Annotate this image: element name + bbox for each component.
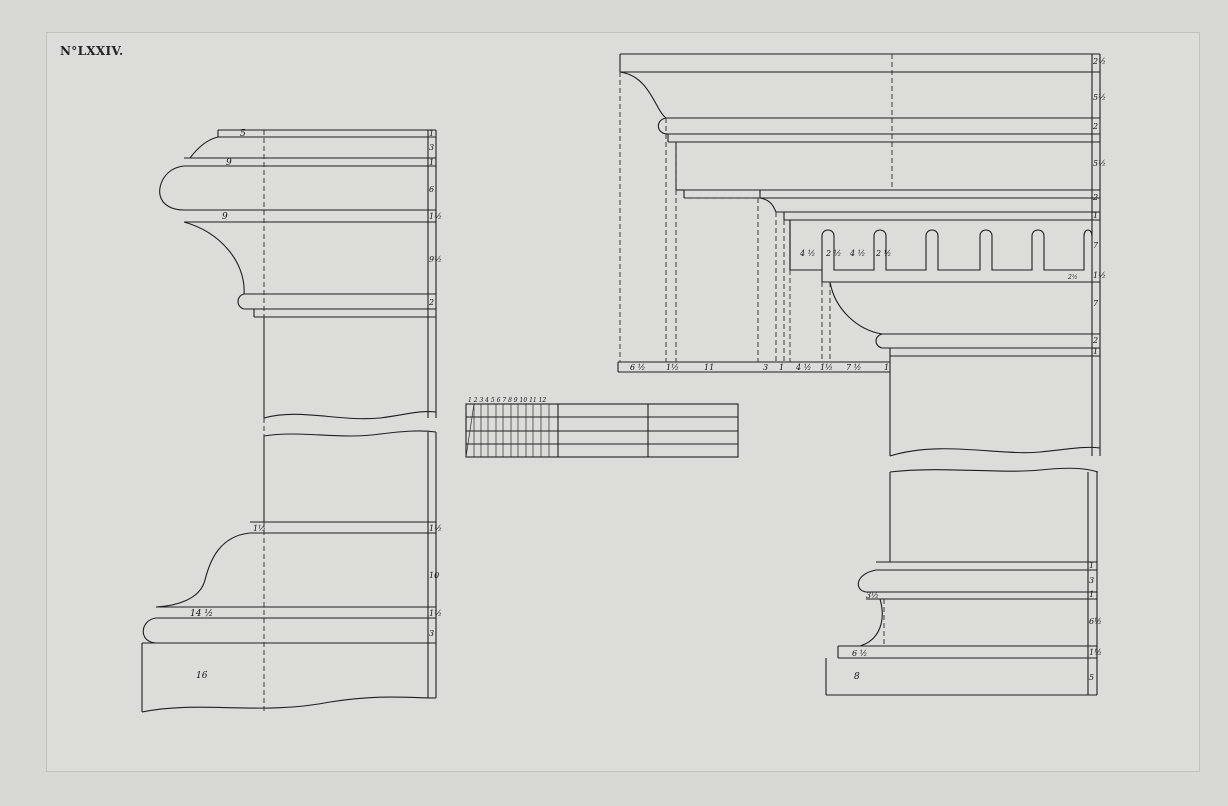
- corn-side-8: 7: [1093, 299, 1099, 308]
- base-side-4: 1½: [1089, 648, 1102, 657]
- plate-number: N°LXXIV.: [60, 44, 124, 58]
- base-label-8: 8: [854, 672, 860, 682]
- scale-bar: 1 2 3 4 5 6 7 8 9 10 11 12: [465, 397, 739, 458]
- base-label-6half: 6 ½: [852, 649, 867, 658]
- plate-border: [46, 32, 1200, 772]
- cap-side-2: 2: [428, 298, 434, 307]
- cap-side-1: 1: [429, 129, 434, 138]
- base-side-5: 5: [1089, 673, 1094, 682]
- right-entablature-profile: [617, 53, 1101, 696]
- corn-side-10: 1: [1093, 347, 1098, 356]
- bottom-label-2: 11: [704, 363, 714, 372]
- dentil-label-2: 4 ½: [849, 249, 865, 258]
- cap-label-9b: 9: [222, 212, 228, 222]
- right-profile-labels: 2½ 5½ 2 5½ 2 1 7 1½ 7 2 1 4 ½ 2 ½ 4 ½ 2 …: [630, 57, 1106, 682]
- left-profile-labels: 5 9 9 1 3 1 6 1½ 9½ 2 1½ 14 ½ 16 1½ 10 1…: [190, 129, 442, 681]
- corn-side-7: 1½: [1093, 271, 1106, 280]
- bottom-label-7: 7 ½: [846, 363, 861, 372]
- corn-side-3: 5½: [1093, 159, 1106, 168]
- corn-side-1: 5½: [1093, 93, 1106, 102]
- dentil-label-3: 2 ½: [875, 249, 891, 258]
- corn-side-5: 1: [1093, 211, 1098, 220]
- cap-side-1b: 1: [429, 158, 434, 167]
- scale-ticks: [465, 403, 550, 458]
- cap-side-3: 3: [429, 143, 434, 152]
- bottom-label-3: 3: [763, 363, 768, 372]
- base-side-3: 3: [429, 629, 434, 638]
- base-side-2: 1: [1089, 590, 1094, 599]
- corn-side-0: 2½: [1092, 57, 1106, 66]
- bottom-label-8: 1: [884, 363, 889, 372]
- base-label-14half: 14 ½: [190, 608, 213, 619]
- bottom-label-4: 1: [779, 363, 784, 372]
- base-side-1half-b: 1½: [429, 609, 442, 618]
- corn-side-9: 2: [1092, 336, 1098, 345]
- corn-side-6: 7: [1093, 241, 1099, 250]
- dentil-label-1: 2 ½: [825, 249, 841, 258]
- dentil-small-label: 2½: [1067, 274, 1078, 281]
- base-side-3: 6½: [1089, 617, 1102, 626]
- cap-side-6: 6: [429, 185, 434, 194]
- bottom-label-0: 6 ½: [630, 363, 645, 372]
- dentil-label-0: 4 ½: [799, 249, 815, 258]
- base-side-1half: 1½: [429, 524, 442, 533]
- cap-label-5: 5: [240, 129, 246, 139]
- bottom-label-1: 1½: [666, 363, 679, 372]
- corn-side-4: 2: [1092, 193, 1098, 202]
- scale-tick-labels: 1 2 3 4 5 6 7 8 9 10 11 12: [468, 397, 546, 404]
- base-side-10: 10: [429, 571, 439, 580]
- bottom-label-6: 1½: [820, 363, 833, 372]
- cap-label-9a: 9: [226, 158, 232, 168]
- bottom-label-5: 4 ½: [795, 363, 811, 372]
- cap-side-9half: 9½: [429, 255, 442, 264]
- base-label-16: 16: [196, 671, 208, 681]
- left-column-profile: [141, 129, 437, 713]
- cap-side-1half: 1½: [429, 212, 442, 221]
- corn-side-2: 2: [1092, 122, 1098, 131]
- base-label-3half: 3½: [866, 591, 879, 600]
- base-side-1: 3: [1089, 576, 1094, 585]
- base-side-0: 1: [1089, 561, 1094, 570]
- base-label-1half: 1½: [253, 524, 266, 533]
